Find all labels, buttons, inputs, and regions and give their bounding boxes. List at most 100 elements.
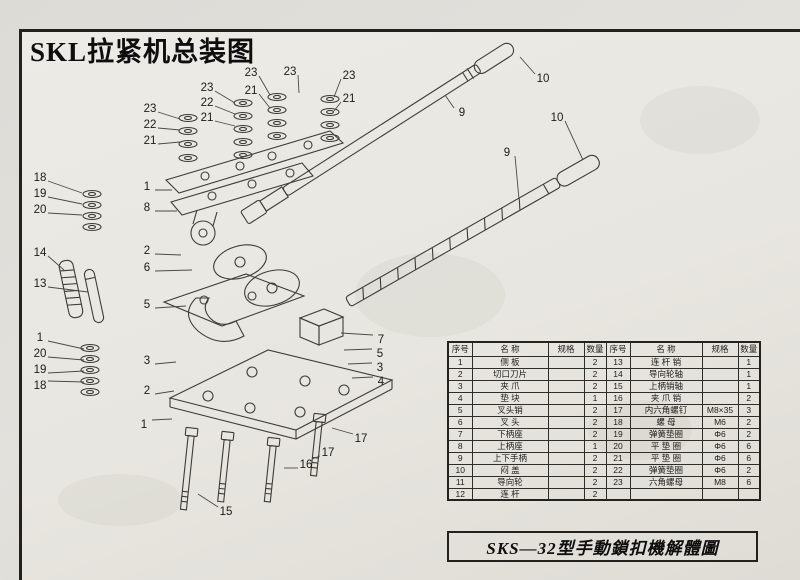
parts-cell: 2 [737, 427, 761, 441]
parts-cell: 1 [737, 367, 761, 381]
washer-part [267, 105, 287, 115]
leader-line [333, 78, 342, 98]
washer-hole [272, 120, 282, 126]
parts-cell: 3 [447, 379, 473, 393]
washer-part [233, 98, 253, 108]
thread-line [265, 492, 272, 495]
parts-cell: 22 [605, 463, 631, 477]
linkage-bar [170, 162, 314, 216]
thread-line [219, 487, 226, 490]
parts-cell [547, 403, 585, 417]
washer-hole [325, 96, 335, 102]
washer-part [82, 222, 102, 232]
parts-cell: 2 [447, 367, 473, 381]
leader-line [151, 418, 173, 421]
parts-cell: 1 [583, 391, 607, 405]
washer-part [178, 153, 198, 163]
part-number-callout: 3 [377, 362, 383, 374]
part-number-callout: 23 [245, 67, 258, 79]
screw-part [263, 436, 281, 503]
washer-part [233, 150, 253, 160]
leader-line [47, 356, 85, 361]
parts-cell: 导向轮 [471, 475, 549, 489]
parts-cell: 16 [605, 391, 631, 405]
part-number-callout: 1 [141, 419, 147, 431]
parts-cell: 6 [447, 415, 473, 429]
thread-line [182, 490, 189, 493]
parts-cell: 侧 板 [471, 355, 549, 369]
leader-line [47, 255, 65, 271]
leader-line [564, 120, 584, 161]
washer-hole [325, 122, 335, 128]
column-header: 规格 [547, 341, 585, 357]
washer-hole [272, 107, 282, 113]
leader-line [331, 427, 354, 435]
washer-part [178, 139, 198, 149]
leader-line [47, 370, 85, 374]
washer-part [267, 92, 287, 102]
part-number-callout: 3 [144, 355, 150, 367]
upper-handle-rod [240, 42, 515, 224]
screw-head [220, 430, 235, 442]
washer-hole [183, 128, 193, 134]
part-number-callout: 21 [245, 85, 258, 97]
part-number-callout: 2 [144, 385, 150, 397]
washer-hole [85, 389, 95, 395]
parts-cell [737, 487, 761, 501]
leader-line [47, 380, 85, 383]
washer-hole [325, 135, 335, 141]
part-number-callout: 23 [144, 103, 157, 115]
parts-cell: 夹 爪 销 [629, 391, 703, 405]
thread-line [311, 466, 318, 469]
washer-part [320, 120, 340, 130]
parts-cell: 19 [605, 427, 631, 441]
column-header: 序号 [447, 341, 473, 357]
part-number-callout: 9 [459, 107, 465, 119]
parts-cell: 5 [447, 403, 473, 417]
part-number-callout: 5 [377, 348, 383, 360]
leader-line [154, 269, 193, 272]
thread-line [311, 461, 318, 464]
cam-pieces [213, 244, 300, 307]
parts-cell [547, 475, 585, 489]
part-number-callout: 21 [343, 93, 356, 105]
parts-cell: 15 [605, 379, 631, 393]
leader-line [157, 141, 181, 145]
parts-cell: 弹簧垫圈 [629, 427, 703, 441]
parts-cell: 13 [605, 355, 631, 369]
parts-cell: M8×35 [701, 403, 739, 417]
parts-cell: 14 [605, 367, 631, 381]
parts-cell: 20 [605, 439, 631, 453]
part-number-callout: 4 [378, 376, 385, 388]
fastener-parts [80, 92, 340, 511]
washer-hole [272, 133, 282, 139]
leader-line [444, 94, 455, 109]
parts-cell: 11 [447, 475, 473, 489]
washer-hole [272, 94, 282, 100]
part-number-callout: 8 [144, 202, 150, 214]
thread-line [265, 487, 272, 490]
parts-cell: 夹 爪 [471, 379, 549, 393]
part-number-callout: 18 [34, 380, 47, 392]
parts-cell: 上柄座 [471, 439, 549, 453]
washer-part [233, 111, 253, 121]
washer-part [320, 107, 340, 117]
screw-shaft [263, 445, 277, 503]
washer-hole [238, 126, 248, 132]
leader-line [214, 90, 236, 104]
upper-seat-bar [164, 130, 345, 194]
leader-line [154, 390, 175, 395]
leader-line [214, 120, 236, 127]
screw-shaft [179, 435, 195, 511]
parts-cell: 螺 母 [629, 415, 703, 429]
part-number-callout: 1 [144, 181, 150, 193]
washer-part [320, 94, 340, 104]
